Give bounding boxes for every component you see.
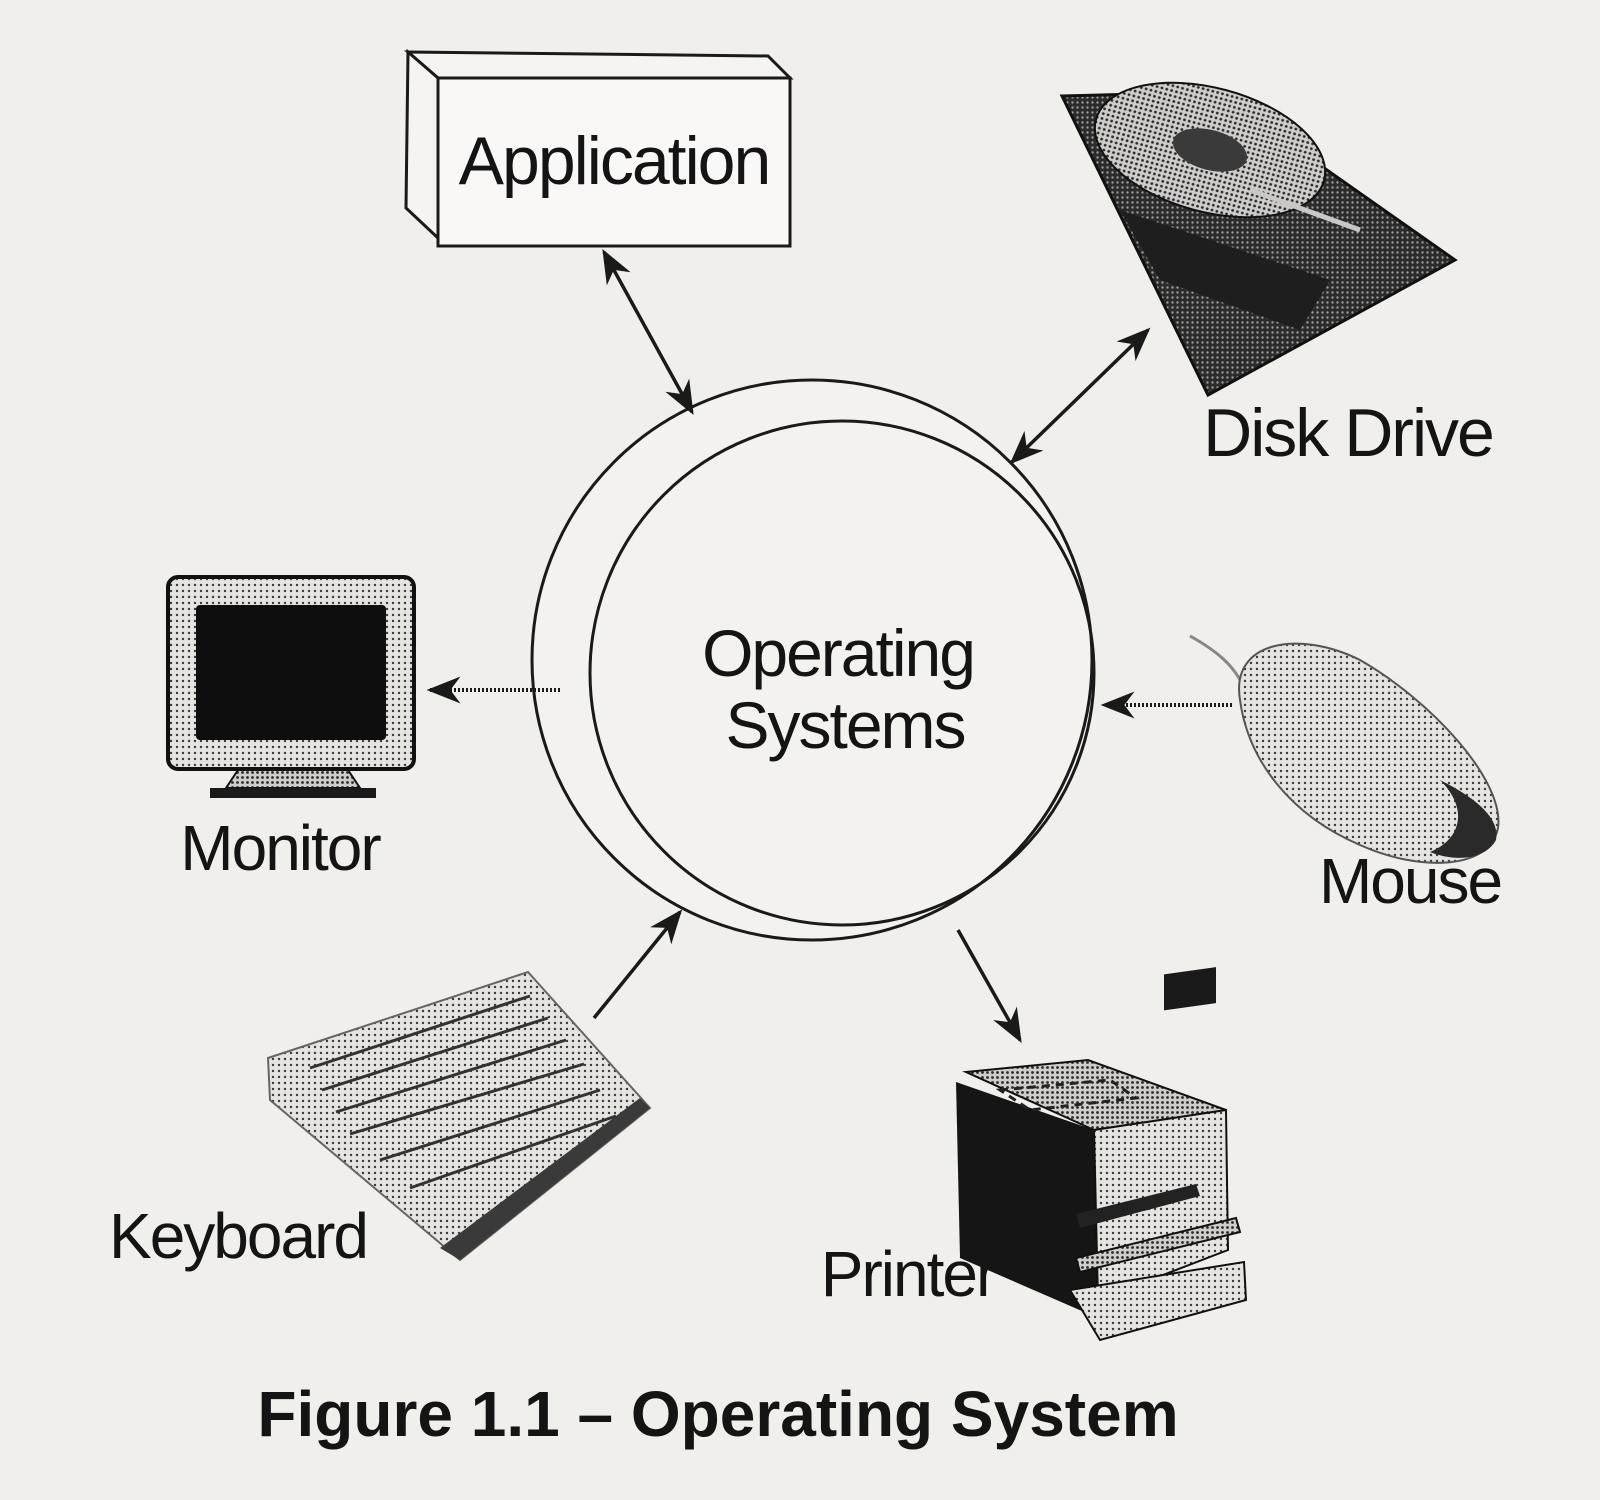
printer-node: Printer bbox=[821, 967, 1248, 1342]
connectors bbox=[426, 249, 1232, 1043]
printer-icon bbox=[956, 967, 1248, 1342]
monitor-label: Monitor bbox=[180, 812, 381, 884]
keyboard-label: Keyboard bbox=[109, 1200, 367, 1272]
monitor-node: Monitor bbox=[166, 575, 416, 884]
keyboard-node: Keyboard bbox=[109, 970, 652, 1272]
connector-printer bbox=[956, 929, 1022, 1043]
printer-label: Printer bbox=[821, 1238, 997, 1310]
mouse-icon bbox=[1189, 634, 1500, 864]
disk-drive-node: Disk Drive bbox=[1059, 81, 1495, 471]
mouse-node: Mouse bbox=[1189, 634, 1503, 917]
application-box-icon bbox=[403, 48, 794, 248]
operating-systems-node: Operating Systems bbox=[530, 378, 1096, 942]
application-node: Application bbox=[403, 48, 794, 248]
operating-systems-label-line1: Operating bbox=[702, 616, 974, 690]
figure-caption: Figure 1.1 – Operating System bbox=[257, 1378, 1178, 1450]
connector-disk-drive bbox=[1009, 327, 1151, 465]
connector-application bbox=[602, 249, 694, 415]
mouse-label: Mouse bbox=[1319, 845, 1501, 917]
disk-drive-label: Disk Drive bbox=[1203, 395, 1493, 471]
connector-keyboard bbox=[592, 909, 683, 1020]
application-label: Application bbox=[459, 123, 770, 199]
monitor-icon bbox=[166, 575, 416, 798]
keyboard-icon bbox=[266, 970, 652, 1262]
operating-systems-label-line2: Systems bbox=[725, 688, 964, 762]
disk-drive-icon bbox=[1059, 81, 1458, 398]
